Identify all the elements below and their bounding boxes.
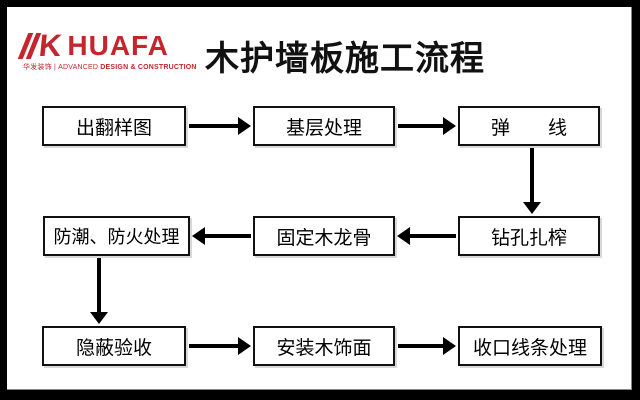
page-title: 木护墙板施工流程 bbox=[205, 40, 485, 78]
flow-node-7: 隐蔽验收 bbox=[42, 326, 186, 366]
flow-node-4: 防潮、防火处理 bbox=[43, 216, 190, 256]
huafa-logo: K HUAFA 华发装饰 | ADVANCED DESIGN & CONSTRU… bbox=[17, 28, 197, 72]
flow-node-9: 收口线条处理 bbox=[458, 326, 602, 366]
logo-k-letter: K bbox=[37, 28, 64, 63]
tagline-en-bold: DESIGN & CONSTRUCTION bbox=[100, 64, 197, 71]
flow-node-3: 弹 线 bbox=[458, 106, 600, 146]
tagline-cn: 华发装饰 bbox=[23, 64, 52, 71]
logo-tagline: 华发装饰 | ADVANCED DESIGN & CONSTRUCTION bbox=[23, 62, 197, 72]
flow-node-1: 出翻样图 bbox=[42, 106, 186, 146]
flow-node-6: 钻孔扎榨 bbox=[458, 216, 600, 256]
flow-node-5: 固定木龙骨 bbox=[253, 216, 395, 256]
tagline-en-light: ADVANCED bbox=[58, 64, 99, 71]
flow-node-2: 基层处理 bbox=[253, 106, 395, 146]
k-stripes-icon: K bbox=[17, 28, 64, 63]
flow-node-8: 安装木饰面 bbox=[253, 326, 395, 366]
brand-name: HUAFA bbox=[67, 30, 169, 61]
tagline-divider: | bbox=[53, 64, 56, 71]
